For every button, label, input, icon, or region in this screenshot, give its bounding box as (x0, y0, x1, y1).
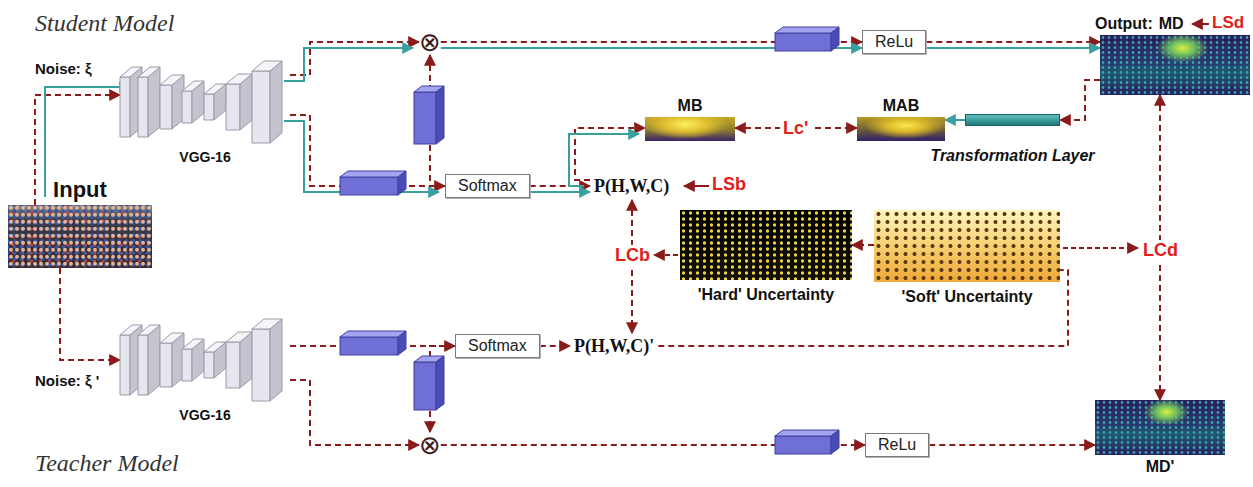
connector (284, 42, 419, 81)
node-text: Softmax (458, 177, 517, 194)
connector (540, 346, 570, 347)
node-text: ⊗ (419, 430, 441, 460)
connector-line (530, 191, 590, 193)
connector-line (540, 345, 570, 347)
loss-pointer (1063, 247, 1138, 249)
caption-row: 'Soft' Uncertainty (901, 288, 1032, 306)
connector-line (926, 41, 1100, 43)
network-block: VGG-16 (120, 60, 290, 145)
loss-pointer (654, 254, 678, 256)
loss-label: LSb (712, 174, 746, 195)
feature-block (775, 430, 839, 454)
node-text: ReLu (878, 436, 916, 453)
connector-line (945, 119, 965, 121)
connector-line (290, 380, 419, 445)
process-box: Softmax (455, 334, 540, 358)
caption-row: Output: MD (1095, 15, 1184, 33)
node-text: Transformation Layer (930, 147, 1094, 164)
connector-line (852, 244, 874, 246)
node-text: VGG-16 (179, 149, 230, 165)
noise-label: Noise: ξ (35, 60, 92, 77)
connector-line (929, 444, 1095, 446)
connector (60, 268, 120, 360)
node-text: P(H,W,C)' (574, 336, 654, 356)
process-box: ReLu (865, 433, 929, 457)
process-box: ReLu (862, 30, 926, 54)
caption-row: Input (53, 177, 107, 203)
map-image: MD' (1095, 400, 1225, 455)
node-text: MD' (1146, 458, 1175, 475)
map-image: MB (645, 117, 735, 141)
loss-pointer (1192, 23, 1209, 25)
uncertainty-image: 'Soft' Uncertainty (874, 210, 1060, 282)
feature-block (340, 331, 406, 355)
caption-row: VGG-16 (179, 149, 230, 165)
model-title: Teacher Model (35, 450, 179, 477)
feature-block (775, 27, 839, 51)
loss-label: LCb (612, 245, 653, 266)
feature-block (414, 86, 444, 144)
uncertainty-image: 'Hard' Uncertainty (680, 210, 852, 280)
node-text: ⊗ (419, 27, 441, 57)
network-block: VGG-16 (120, 318, 290, 403)
connector-line (60, 268, 120, 360)
connector-line (1060, 80, 1100, 120)
node-text: ReLu (875, 33, 913, 50)
connector-line (631, 200, 633, 333)
connector (1060, 80, 1100, 120)
loss-label: LCd (1140, 240, 1181, 261)
caption-row: VGG-16 (179, 407, 230, 423)
connector-line (290, 42, 419, 75)
connector (35, 87, 130, 205)
loss-label: LSd (1212, 13, 1244, 33)
node-text: VGG-16 (179, 407, 230, 423)
multiply-symbol: ⊗ (419, 432, 441, 458)
layer-bar: Transformation Layer (965, 114, 1060, 126)
vgg-network-shape (120, 61, 282, 143)
connector (929, 445, 1095, 446)
node-text: 'Hard' Uncertainty (698, 286, 835, 303)
map-image: MAB (857, 117, 945, 141)
node-text: MAB (883, 97, 919, 114)
connector (945, 120, 965, 121)
probability-label: P(H,W,C)' (570, 333, 658, 360)
vgg-network-shape (120, 319, 282, 401)
model-title: Student Model (35, 10, 174, 37)
loss-pointer (684, 185, 709, 187)
node-text: Input (53, 177, 107, 202)
connector-line (575, 128, 645, 180)
caption-row: MAB (883, 97, 919, 115)
node-text: Output: (1095, 15, 1153, 32)
connector (632, 200, 633, 333)
node-text: 'Soft' Uncertainty (901, 288, 1032, 305)
multiply-symbol: ⊗ (419, 29, 441, 55)
node-text: P(H,W,C) (594, 176, 669, 196)
input-image: Input (8, 205, 152, 268)
caption-row: 'Hard' Uncertainty (698, 286, 835, 304)
connector (290, 380, 419, 445)
connector-line (926, 47, 1100, 49)
probability-label: P(H,W,C) (590, 173, 673, 200)
caption-row: MD' (1146, 458, 1175, 476)
connector-line (35, 95, 120, 205)
caption-row: Transformation Layer (930, 147, 1094, 165)
noise-label: Noise: ξ ' (35, 372, 99, 389)
connector (926, 42, 1100, 48)
node-text: MB (678, 97, 703, 114)
caption-row: MB (678, 97, 703, 115)
connector-line (284, 48, 413, 81)
node-text: Softmax (468, 337, 527, 354)
loss-label: Lc' (780, 118, 811, 139)
node-text: MD (1159, 15, 1184, 32)
process-box: Softmax (445, 174, 530, 198)
map-image: Output:MD (1100, 35, 1250, 95)
feature-block (340, 171, 406, 195)
feature-block (414, 356, 444, 410)
connector (852, 245, 874, 246)
